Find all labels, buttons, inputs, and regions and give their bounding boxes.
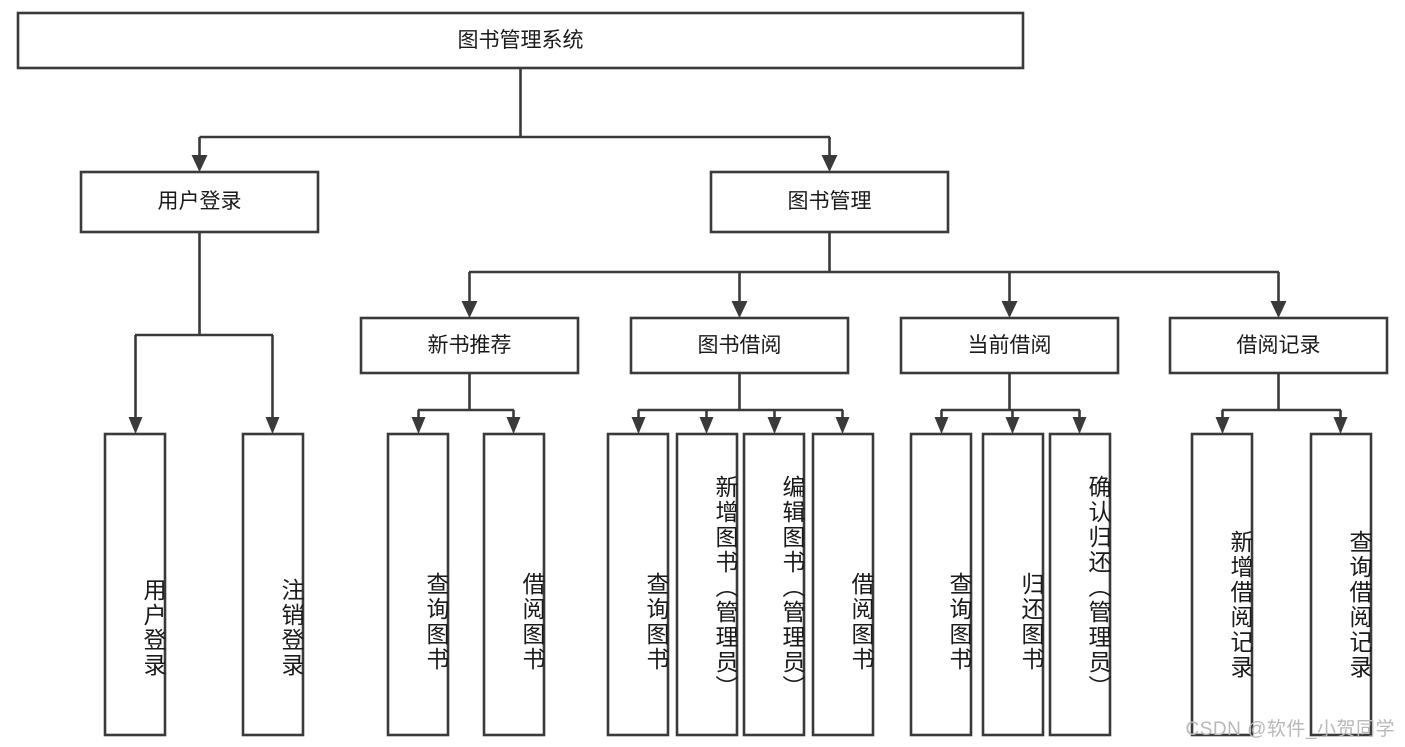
root-label: 图书管理系统 <box>458 29 584 52</box>
arrowhead-records-leaf2 <box>1333 417 1348 434</box>
current-borrow-label: 当前借阅 <box>968 334 1052 357</box>
borrow-records-label: 借阅记录 <box>1237 334 1321 357</box>
arrowhead-borrow <box>731 301 748 318</box>
arrowhead-borrow-leaf2 <box>699 417 714 434</box>
leaf-box-query-book-3[interactable] <box>909 432 973 737</box>
arrowhead-user-login <box>191 155 208 172</box>
node-user-login[interactable]: 用户登录 <box>79 170 320 234</box>
node-book-management[interactable]: 图书管理 <box>709 170 950 234</box>
book-borrow-label: 图书借阅 <box>698 334 782 357</box>
arrowhead-book-mgmt <box>821 155 838 172</box>
edge-current-stem <box>941 373 1080 412</box>
node-new-book-recommend[interactable]: 新书推荐 <box>359 316 580 375</box>
connector-layer <box>128 68 1348 434</box>
book-management-label: 图书管理 <box>788 190 872 213</box>
node-layer: 图书管理系统 用户登录 图书管理 新书推荐 图书借阅 当前 <box>16 11 1389 737</box>
node-book-borrow[interactable]: 图书借阅 <box>629 316 850 375</box>
root-box[interactable] <box>16 11 1025 70</box>
arrowhead-current-leaf3 <box>1072 417 1087 434</box>
arrowhead-current-leaf2 <box>1005 417 1020 434</box>
leaf-box-edit-book-admin[interactable] <box>742 432 806 737</box>
arrowhead-records <box>1270 301 1287 318</box>
book-management-box[interactable] <box>709 170 950 234</box>
node-root[interactable]: 图书管理系统 <box>16 11 1025 70</box>
arrowhead-current-leaf1 <box>934 417 949 434</box>
leaf-box-query-book-1[interactable] <box>386 432 450 737</box>
leaf-box-user-login[interactable] <box>103 432 167 737</box>
current-borrow-box[interactable] <box>899 316 1120 375</box>
book-borrow-box[interactable] <box>629 316 850 375</box>
leaf-box-add-borrow-record[interactable] <box>1190 432 1254 737</box>
node-current-borrow[interactable]: 当前借阅 <box>899 316 1120 375</box>
arrowhead-records-leaf1 <box>1215 417 1230 434</box>
edge-newbook-stem <box>418 373 514 412</box>
arrowhead-newbook-leaf2 <box>506 417 521 434</box>
edge-records-stem <box>1222 373 1341 412</box>
arrowhead-borrow-leaf3 <box>767 417 782 434</box>
arrowhead-borrow-leaf1 <box>631 417 646 434</box>
edge-bookmgmt-stem <box>469 232 1279 274</box>
edge-userlogin-stem <box>135 232 273 337</box>
leaf-box-query-borrow-record[interactable] <box>1309 432 1373 737</box>
leaf-box-return-book[interactable] <box>981 432 1045 737</box>
borrow-records-box[interactable] <box>1168 316 1389 375</box>
new-book-recommend-box[interactable] <box>359 316 580 375</box>
csdn-watermark: CSDN @软件_小贺同学 <box>1185 719 1395 740</box>
leaf-box-add-book-admin[interactable] <box>675 432 739 737</box>
arrowhead-leaf-logout <box>265 417 280 434</box>
leaf-box-borrow-book-1[interactable] <box>482 432 546 737</box>
new-book-recommend-label: 新书推荐 <box>428 334 512 357</box>
arrowhead-leaf-user-login <box>128 417 143 434</box>
leaf-box-logout[interactable] <box>241 432 305 737</box>
leaf-box-query-book-2[interactable] <box>606 432 670 737</box>
user-login-label: 用户登录 <box>158 190 242 213</box>
arrowhead-current <box>1001 301 1018 318</box>
arrowhead-newbook-leaf1 <box>411 417 426 434</box>
user-login-box[interactable] <box>79 170 320 234</box>
edge-root-to-level2-bus <box>199 68 830 139</box>
arrowhead-newbook <box>461 301 478 318</box>
node-borrow-records[interactable]: 借阅记录 <box>1168 316 1389 375</box>
arrowhead-borrow-leaf4 <box>835 417 850 434</box>
leaf-box-borrow-book-2[interactable] <box>811 432 875 737</box>
edge-borrow-stem <box>638 373 843 412</box>
leaf-box-confirm-return-admin[interactable] <box>1048 432 1112 737</box>
